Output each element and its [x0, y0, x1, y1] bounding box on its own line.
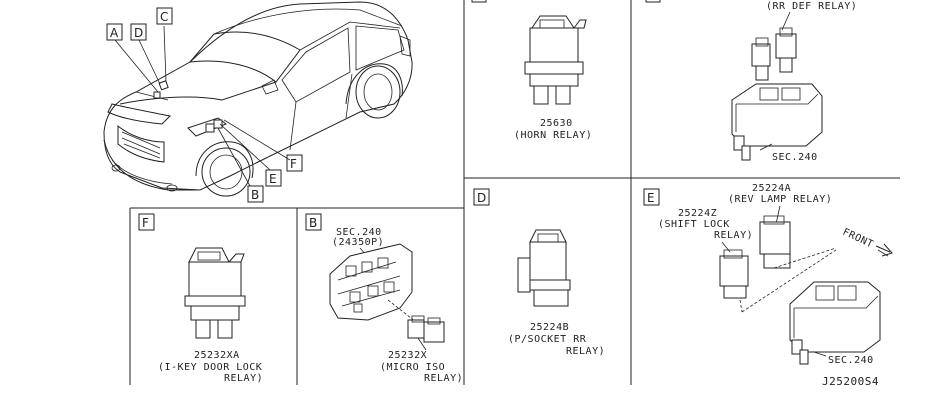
front-label: FRONT: [841, 227, 875, 251]
panel-d-letter: D: [477, 191, 486, 205]
shift-part-no: 25224Z: [678, 208, 717, 219]
panel-f-name-line1: (I-KEY DOOR LOCK: [158, 362, 262, 373]
rev-name: (REV LAMP RELAY): [728, 194, 832, 205]
diagram-code: J25200S4: [822, 375, 879, 388]
shift-name-line1: (SHIFT LOCK: [658, 219, 730, 230]
horn-name: (HORN RELAY): [514, 130, 592, 141]
panel-e-letter: E: [647, 191, 655, 205]
callout-d: D: [134, 26, 143, 40]
panel-e: E 25224A (REV LAMP RELAY) 25224Z (SHIFT …: [643, 183, 893, 366]
callout-c: C: [160, 10, 168, 24]
panel-b-name-line1: (MICRO ISO: [380, 362, 445, 373]
panel-f-letter: F: [142, 216, 149, 230]
rev-part-no: 25224A: [752, 183, 791, 194]
panel-e-sec-no: SEC.240: [828, 355, 874, 366]
panel-b: B SEC.240 (24350P) 25232X (MICRO ISO REL…: [305, 213, 463, 384]
panel-f-part-no: 25232XA: [194, 350, 240, 361]
car-callouts: A D C B E F: [106, 7, 303, 203]
panel-b-letter: B: [309, 216, 317, 230]
panel-b-part-no: 25232X: [388, 350, 427, 361]
callout-f: F: [290, 157, 297, 171]
panel-rrdef: (RR DEF RELAY) SEC.240: [731, 1, 857, 163]
panel-b-name-line2: RELAY): [424, 373, 463, 384]
callout-e: E: [269, 172, 277, 186]
panel-d-name-line1: (P/SOCKET RR: [508, 334, 587, 345]
panel-b-sec-no: SEC.240: [336, 227, 382, 238]
panel-f-name-line2: RELAY): [224, 373, 263, 384]
panel-b-sec-part: (24350P): [332, 237, 384, 248]
panel-horn: 25630 (HORN RELAY): [514, 15, 592, 141]
panel-d: D 25224B (P/SOCKET RR RELAY): [473, 188, 605, 357]
panel-frames: [129, 0, 900, 385]
panel-d-name-line2: RELAY): [566, 346, 605, 357]
callout-b: B: [251, 188, 259, 202]
callout-a: A: [110, 26, 119, 40]
panel-d-part-no: 25224B: [530, 322, 569, 333]
horn-part-no: 25630: [540, 118, 573, 129]
rrdef-name: (RR DEF RELAY): [766, 1, 857, 12]
vehicle-illustration: [103, 1, 413, 197]
panel-f: F 25232XA (I-KEY DOOR LOCK RELAY): [138, 213, 263, 384]
shift-name-line2: RELAY): [714, 230, 753, 241]
rrdef-sec-no: SEC.240: [772, 152, 818, 163]
